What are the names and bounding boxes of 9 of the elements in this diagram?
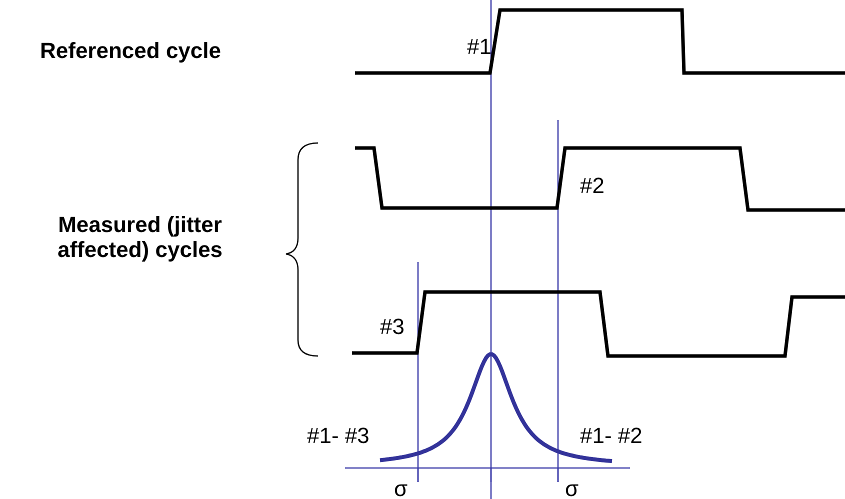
edge-number: #3 — [380, 314, 404, 340]
signal-label: Measured (jitter affected) cycles — [56, 212, 224, 263]
interval-label: #1- #3 — [307, 423, 370, 448]
sigma-label: σ — [394, 476, 408, 499]
sigma-label: σ — [565, 476, 579, 499]
edge-number: #2 — [580, 173, 604, 198]
edge-number: #1 — [467, 34, 492, 60]
interval-label: #1- #2 — [580, 423, 642, 448]
signal-label: Referenced cycle — [40, 38, 221, 64]
